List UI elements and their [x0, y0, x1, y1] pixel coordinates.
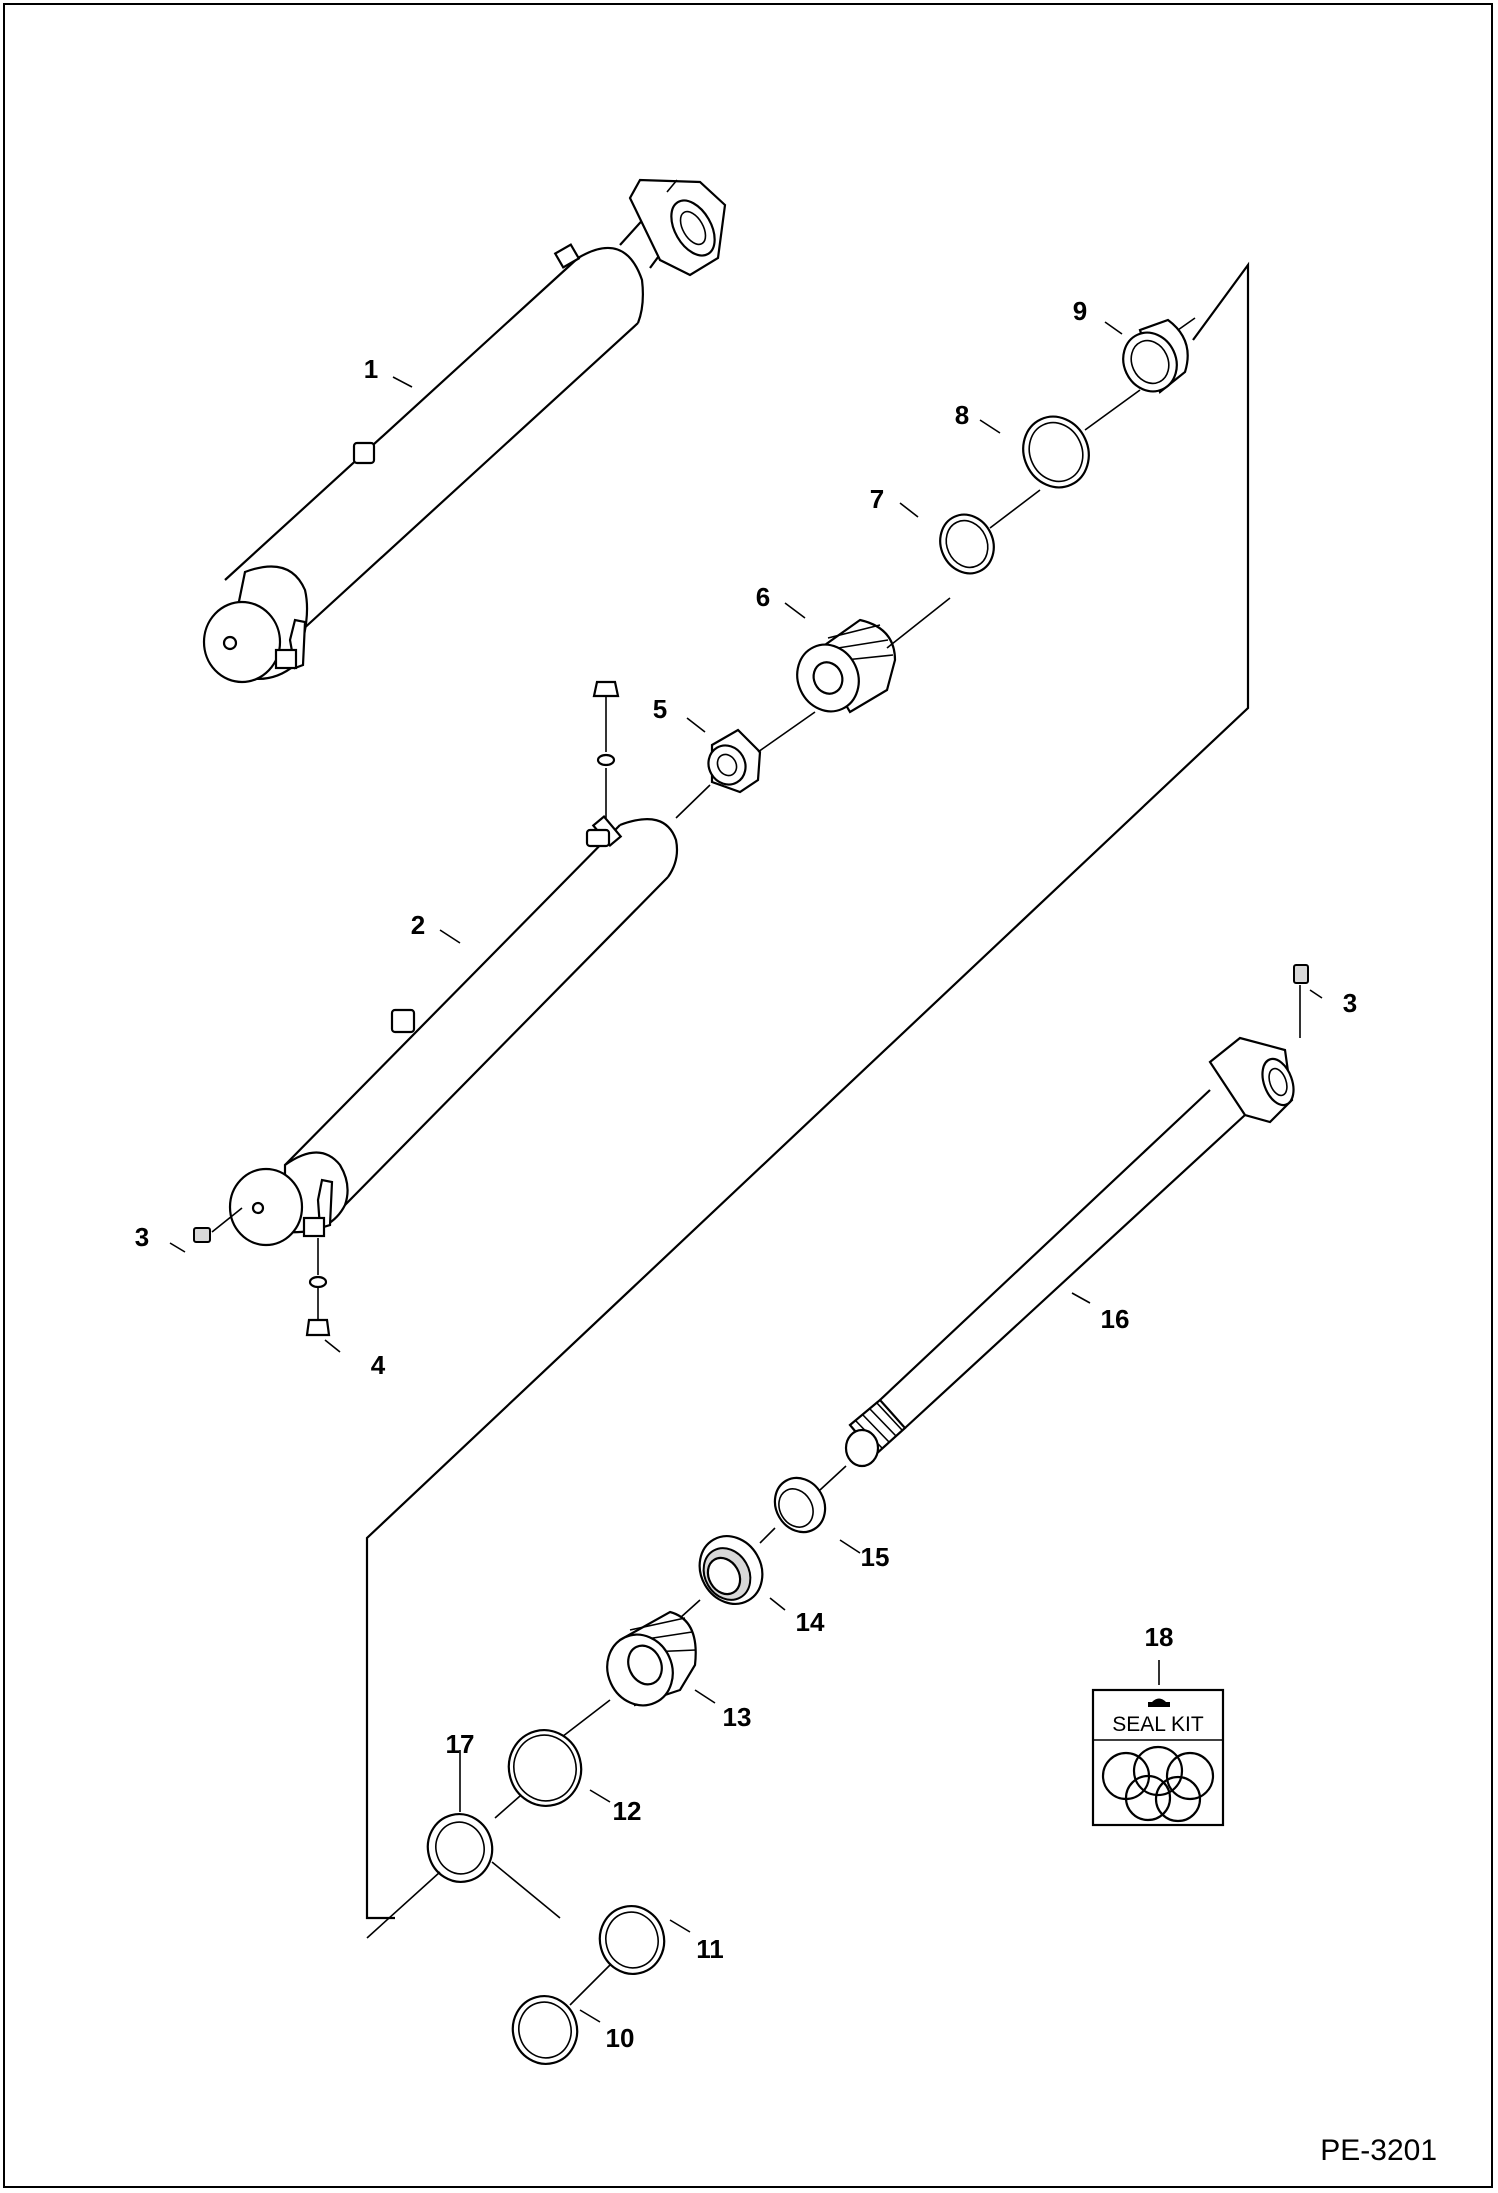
- callout-3-left: 3: [135, 1222, 149, 1252]
- gland-13: [557, 1610, 697, 1741]
- callout-5: 5: [653, 694, 667, 724]
- seal-kit-label: SEAL KIT: [1112, 1713, 1204, 1736]
- callout-2: 2: [411, 910, 425, 940]
- callout-15: 15: [861, 1542, 890, 1572]
- ring-17: [366, 1813, 561, 1939]
- exploded-view-bracket: [365, 261, 1250, 1920]
- ring-8: [1022, 389, 1141, 489]
- cylinder-assembly-1: [202, 178, 727, 684]
- barrel-2: [193, 680, 711, 1337]
- ring-10: [511, 1995, 579, 2065]
- callout-14: 14: [796, 1607, 825, 1637]
- callout-9: 9: [1073, 296, 1087, 326]
- callout-4: 4: [371, 1350, 386, 1380]
- piston-6: [796, 597, 951, 714]
- callout-labels: 1 2 3 3 4 5 6 7 8 9 10 11 12 13 14 15 16…: [135, 296, 1357, 2053]
- callout-7: 7: [870, 484, 884, 514]
- drawing-frame: [3, 3, 1493, 2188]
- callout-3-right: 3: [1343, 988, 1357, 1018]
- callout-17: 17: [446, 1729, 475, 1759]
- callout-18: 18: [1145, 1622, 1174, 1652]
- callout-16: 16: [1101, 1304, 1130, 1334]
- rod-16: [819, 964, 1309, 1491]
- seal-14: [679, 1535, 764, 1619]
- ring-12: [494, 1729, 583, 1819]
- callout-12: 12: [613, 1796, 642, 1826]
- nut-5: [707, 711, 816, 794]
- drawing-code: PE-3201: [1320, 2134, 1437, 2167]
- leader-lines: [169, 321, 1323, 2023]
- ring-7: [939, 489, 1041, 575]
- callout-6: 6: [756, 582, 770, 612]
- callout-8: 8: [955, 400, 969, 430]
- callout-13: 13: [723, 1702, 752, 1732]
- ring-15: [759, 1476, 827, 1544]
- callout-11: 11: [696, 1934, 724, 1964]
- bushing-9: [1122, 317, 1196, 394]
- callout-1: 1: [364, 354, 378, 384]
- seal-kit-18: SEAL KIT: [1091, 1660, 1225, 1827]
- ring-11: [569, 1905, 666, 2006]
- callout-10: 10: [606, 2023, 635, 2053]
